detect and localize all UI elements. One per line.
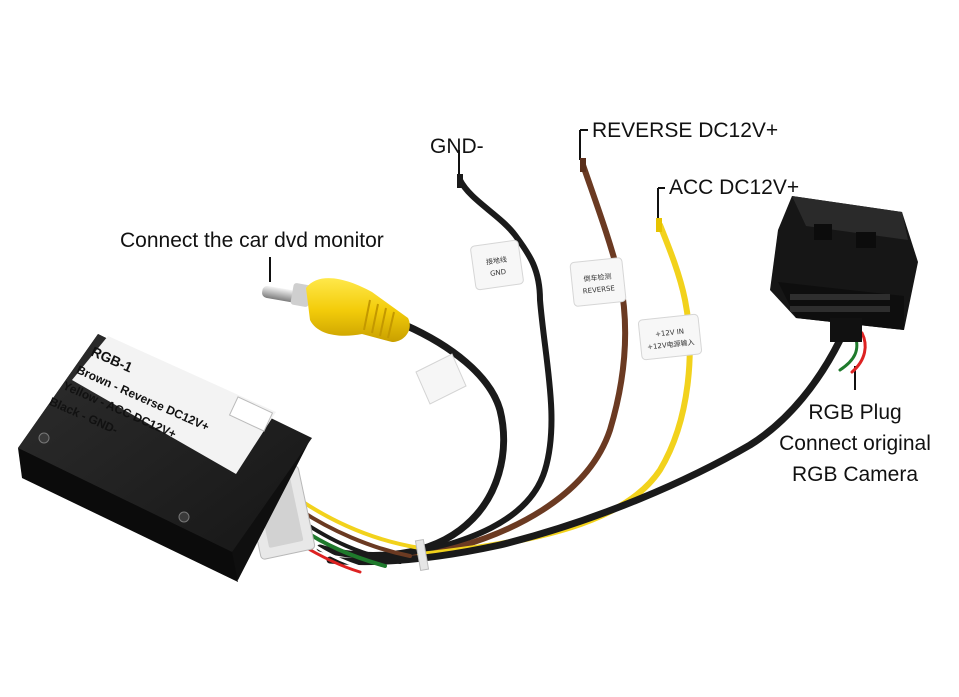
reverse-callout: REVERSE DC12V+ — [592, 119, 779, 142]
mount-screw-right — [178, 511, 190, 523]
gnd-wire — [377, 177, 555, 563]
mount-screw-left — [38, 432, 50, 444]
reverse-wire — [397, 162, 629, 563]
callout-leaders — [269, 129, 856, 390]
rgb-plug-connector — [770, 196, 918, 342]
monitor-callout: Connect the car dvd monitor — [120, 229, 384, 252]
rgb-plug-callout-line-3: RGB Camera — [791, 463, 919, 486]
acc-callout: ACC DC12V+ — [669, 176, 800, 199]
gnd-callout: GND- — [430, 135, 484, 158]
acc-tag-line-1: +12V IN — [655, 328, 685, 339]
acc-wire-tag: +12V IN +12V电源输入 — [637, 313, 703, 361]
reverse-tag-line-2: REVERSE — [582, 284, 615, 295]
rca-plug — [262, 278, 410, 342]
reverse-tag-line-1: 倒车检测 — [583, 272, 612, 284]
cable-tie — [414, 538, 430, 572]
rgb-plug-callout: RGB Plug Connect original RGB Camera — [760, 397, 950, 490]
acc-wire-end — [656, 218, 662, 232]
reverse-wire-tag: 倒车检测 REVERSE — [569, 257, 627, 307]
gnd-tag-line-2: GND — [490, 268, 507, 278]
acc-wire — [417, 222, 693, 558]
gnd-wire-tag: 接地线 GND — [470, 239, 524, 291]
rgb-plug-callout-line-1: RGB Plug — [808, 401, 902, 424]
rgb-module-box: RGB-1 Brown - Reverse DC12V+ Yellow - AC… — [18, 334, 312, 582]
gnd-tag-line-1: 接地线 — [485, 255, 507, 267]
rgb-plug-callout-line-2: Connect original — [779, 432, 931, 455]
gnd-wire-end — [457, 174, 463, 188]
rca-cable — [316, 321, 508, 559]
reverse-wire-end — [580, 158, 586, 172]
rca-tag — [415, 353, 467, 405]
